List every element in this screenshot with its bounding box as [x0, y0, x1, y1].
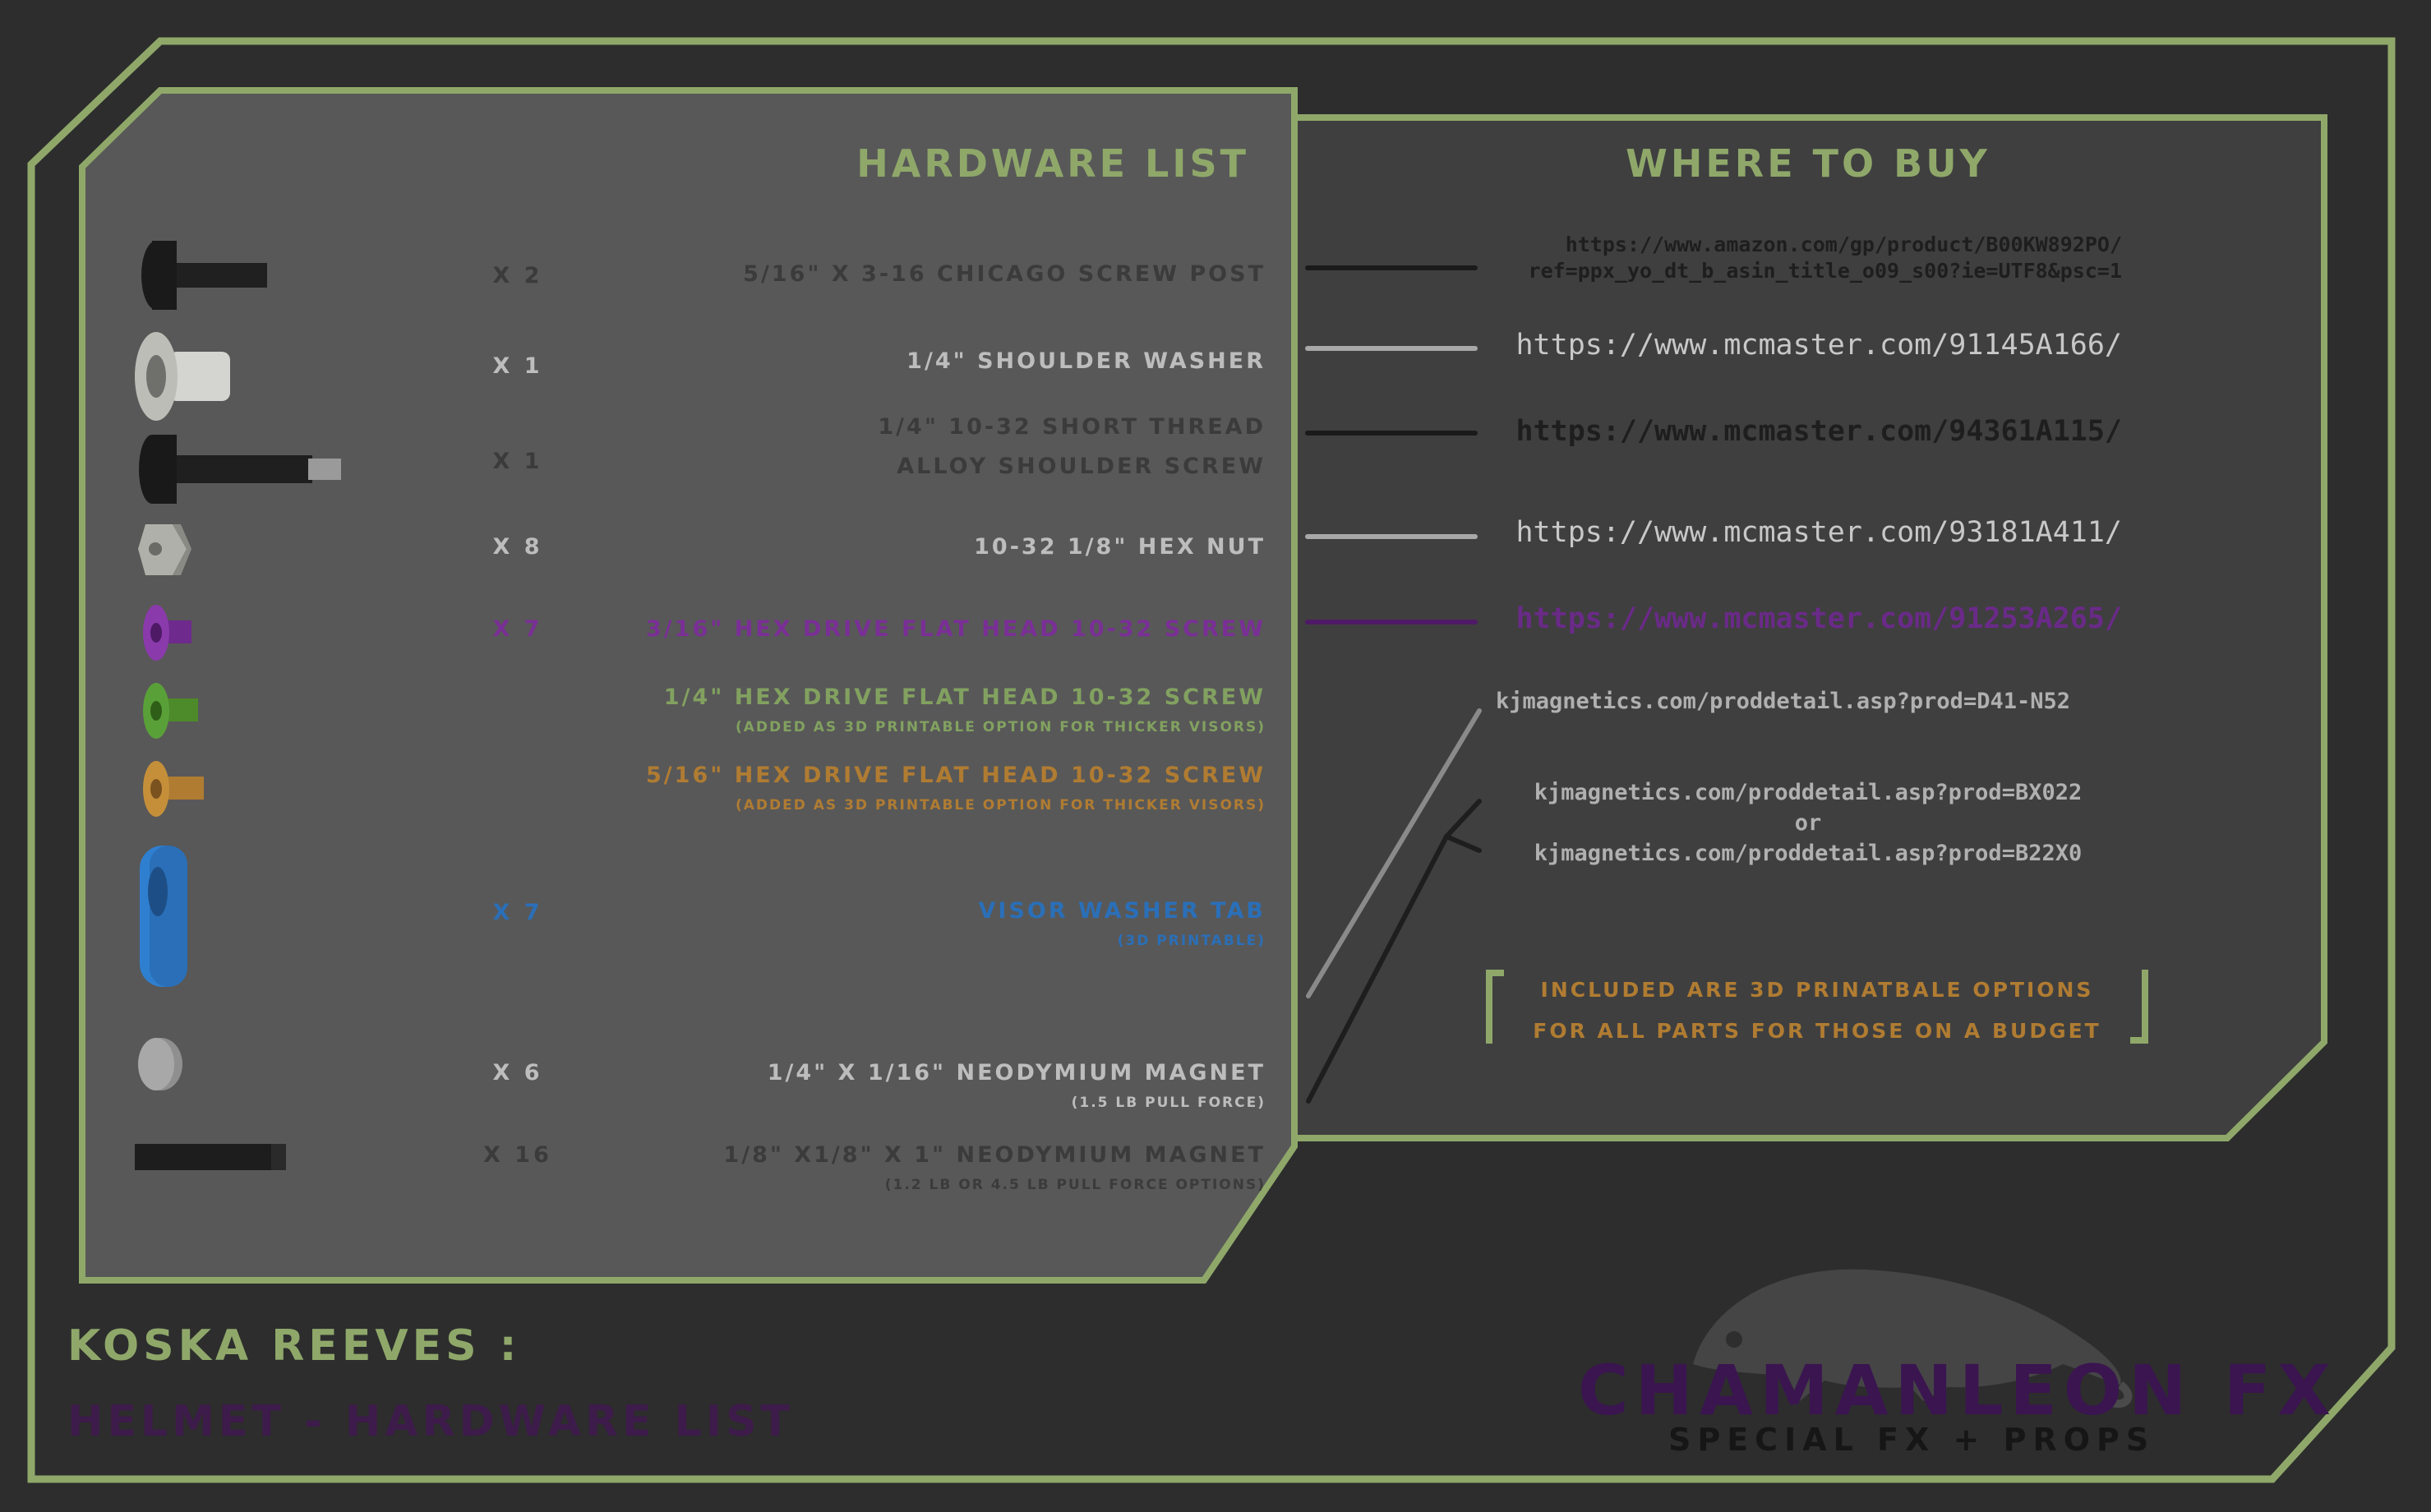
outer-frame	[27, 37, 2396, 1483]
hardware-item: X 2 5/16" X 3-16 CHICAGO SCREW POST	[0, 238, 1266, 312]
item-note: (ADDED AS 3D PRINTABLE OPTION FOR THICKE…	[735, 797, 1266, 814]
item-desc: 10-32 1/8" HEX NUT	[974, 534, 1266, 560]
disc-magnet-link[interactable]: kjmagnetics.com/proddetail.asp?prod=D41-…	[1496, 689, 2070, 714]
amazon-link-line2[interactable]: ref=ppx_yo_dt_b_asin_title_o09_s00?ie=UT…	[1528, 259, 2122, 283]
item-qty: X 16	[483, 1142, 552, 1168]
hardware-item: X 1 1/4" SHOULDER WASHER	[0, 329, 1266, 427]
where-to-buy-title: WHERE TO BUY	[1626, 141, 1990, 186]
item-desc-line1: 1/8" X1/8" X 1" NEODYMIUM MAGNET	[723, 1142, 1266, 1168]
washer-link[interactable]: https://www.mcmaster.com/91145A166/	[1515, 329, 2122, 362]
shoulder-screw-link[interactable]: https://www.mcmaster.com/94361A115/	[1515, 415, 2122, 448]
green-flat-head-screw-icon	[143, 683, 198, 739]
amazon-connector	[1305, 265, 1478, 270]
shoulder-washer-icon	[135, 332, 230, 421]
item-note: (3D PRINTABLE)	[1117, 933, 1266, 949]
hardware-item: X 6 1/4" X 1/16" NEODYMIUM MAGNET (1.5 L…	[0, 1035, 1266, 1111]
hardware-item: 1/4" HEX DRIVE FLAT HEAD 10-32 SCREW (AD…	[0, 678, 1266, 744]
item-desc-line1: VISOR WASHER TAB	[978, 898, 1266, 924]
shoulder-screw-connector	[1305, 431, 1478, 436]
item-note: (1.5 LB PULL FORCE)	[1071, 1095, 1266, 1111]
amazon-link[interactable]: https://www.amazon.com/gp/product/B00KW8…	[1389, 232, 2122, 284]
or-label: or	[1794, 810, 1822, 836]
project-owner: KOSKA REEVES :	[67, 1321, 521, 1371]
item-desc-line2: ALLOY SHOULDER SCREW	[897, 454, 1266, 479]
bar-magnet-link-a[interactable]: kjmagnetics.com/proddetail.asp?prod=BX02…	[1534, 780, 2083, 805]
budget-line2: FOR ALL PARTS FOR THOSE ON A BUDGET	[1533, 1019, 2101, 1043]
hardware-item: X 1 1/4" 10-32 SHORT THREAD ALLOY SHOULD…	[0, 408, 1266, 506]
washer-connector	[1305, 346, 1478, 351]
item-desc: 1/8" X1/8" X 1" NEODYMIUM MAGNET (1.2 LB…	[510, 1136, 1266, 1195]
hex-nut-icon	[138, 524, 191, 575]
bar-magnet-icon	[135, 1144, 286, 1170]
item-desc: VISOR WASHER TAB (3D PRINTABLE)	[510, 892, 1266, 951]
item-qty: X 2	[492, 263, 543, 288]
item-qty: X 7	[492, 616, 543, 642]
item-qty: X 1	[492, 449, 543, 474]
flat-head-link[interactable]: https://www.mcmaster.com/91253A265/	[1515, 602, 2122, 635]
hardware-list-title: HARDWARE LIST	[856, 141, 1249, 186]
shoulder-screw-icon	[139, 435, 341, 504]
item-desc-line1: 1/4" 10-32 SHORT THREAD	[878, 414, 1266, 440]
item-qty: X 1	[492, 353, 543, 379]
item-desc: 5/16" HEX DRIVE FLAT HEAD 10-32 SCREW (A…	[510, 756, 1266, 815]
chameleon-logo-icon	[1693, 1269, 2133, 1408]
hardware-item: X 7 VISOR WASHER TAB (3D PRINTABLE)	[0, 842, 1266, 990]
item-note: (1.2 LB OR 4.5 LB PULL FORCE OPTIONS)	[884, 1177, 1266, 1193]
disc-magnet-connector	[1306, 708, 1482, 998]
hex-nut-link[interactable]: https://www.mcmaster.com/93181A411/	[1515, 516, 2122, 549]
budget-line1: INCLUDED ARE 3D PRINATBALE OPTIONS	[1540, 978, 2094, 1002]
hardware-item: X 7 3/16" HEX DRIVE FLAT HEAD 10-32 SCRE…	[0, 600, 1266, 666]
bar-magnet-links: kjmagnetics.com/proddetail.asp?prod=BX02…	[1496, 777, 2120, 869]
disc-magnet-icon	[138, 1038, 182, 1090]
visor-washer-tab-icon	[140, 846, 187, 987]
item-desc: 1/4" SHOULDER WASHER	[906, 348, 1266, 374]
budget-callout: INCLUDED ARE 3D PRINATBALE OPTIONS FOR A…	[1486, 970, 2148, 1044]
orange-flat-head-screw-icon	[143, 761, 204, 817]
item-desc: 1/4" X 1/16" NEODYMIUM MAGNET (1.5 LB PU…	[510, 1053, 1266, 1113]
item-desc: 5/16" X 3-16 CHICAGO SCREW POST	[743, 261, 1266, 287]
purple-flat-head-screw-icon	[143, 605, 191, 661]
bar-magnet-link-b[interactable]: kjmagnetics.com/proddetail.asp?prod=B22X…	[1534, 841, 2083, 866]
item-desc: 1/4" 10-32 SHORT THREAD ALLOY SHOULDER S…	[510, 408, 1266, 486]
hardware-list-panel	[79, 87, 1298, 1284]
hardware-item: 5/16" HEX DRIVE FLAT HEAD 10-32 SCREW (A…	[0, 756, 1266, 822]
document-title: HELMET - HARDWARE LIST	[67, 1397, 795, 1446]
item-desc-line1: 1/4" HEX DRIVE FLAT HEAD 10-32 SCREW	[663, 685, 1266, 710]
item-qty: X 6	[492, 1060, 543, 1086]
item-desc-line1: 5/16" HEX DRIVE FLAT HEAD 10-32 SCREW	[646, 763, 1266, 788]
item-desc: 1/4" HEX DRIVE FLAT HEAD 10-32 SCREW (AD…	[510, 678, 1266, 737]
item-note: (ADDED AS 3D PRINTABLE OPTION FOR THICKE…	[735, 719, 1266, 735]
bar-magnet-connector-branch	[1444, 834, 1482, 853]
item-desc-line1: 1/4" X 1/16" NEODYMIUM MAGNET	[767, 1060, 1266, 1086]
brand-tagline: SPECIAL FX + PROPS	[1668, 1422, 2156, 1458]
brand-logo-text: CHAMANLEON FX	[1578, 1350, 2337, 1431]
chicago-screw-post-icon	[141, 241, 267, 310]
hardware-item: X 16 1/8" X1/8" X 1" NEODYMIUM MAGNET (1…	[0, 1126, 1266, 1195]
item-desc: 3/16" HEX DRIVE FLAT HEAD 10-32 SCREW	[646, 616, 1266, 642]
hex-nut-connector	[1305, 534, 1478, 539]
item-qty: X 7	[492, 900, 543, 925]
hardware-item: X 8 10-32 1/8" HEX NUT	[0, 518, 1266, 583]
flat-head-connector	[1305, 620, 1478, 625]
amazon-link-line1[interactable]: https://www.amazon.com/gp/product/B00KW8…	[1565, 233, 2122, 256]
item-qty: X 8	[492, 534, 543, 560]
